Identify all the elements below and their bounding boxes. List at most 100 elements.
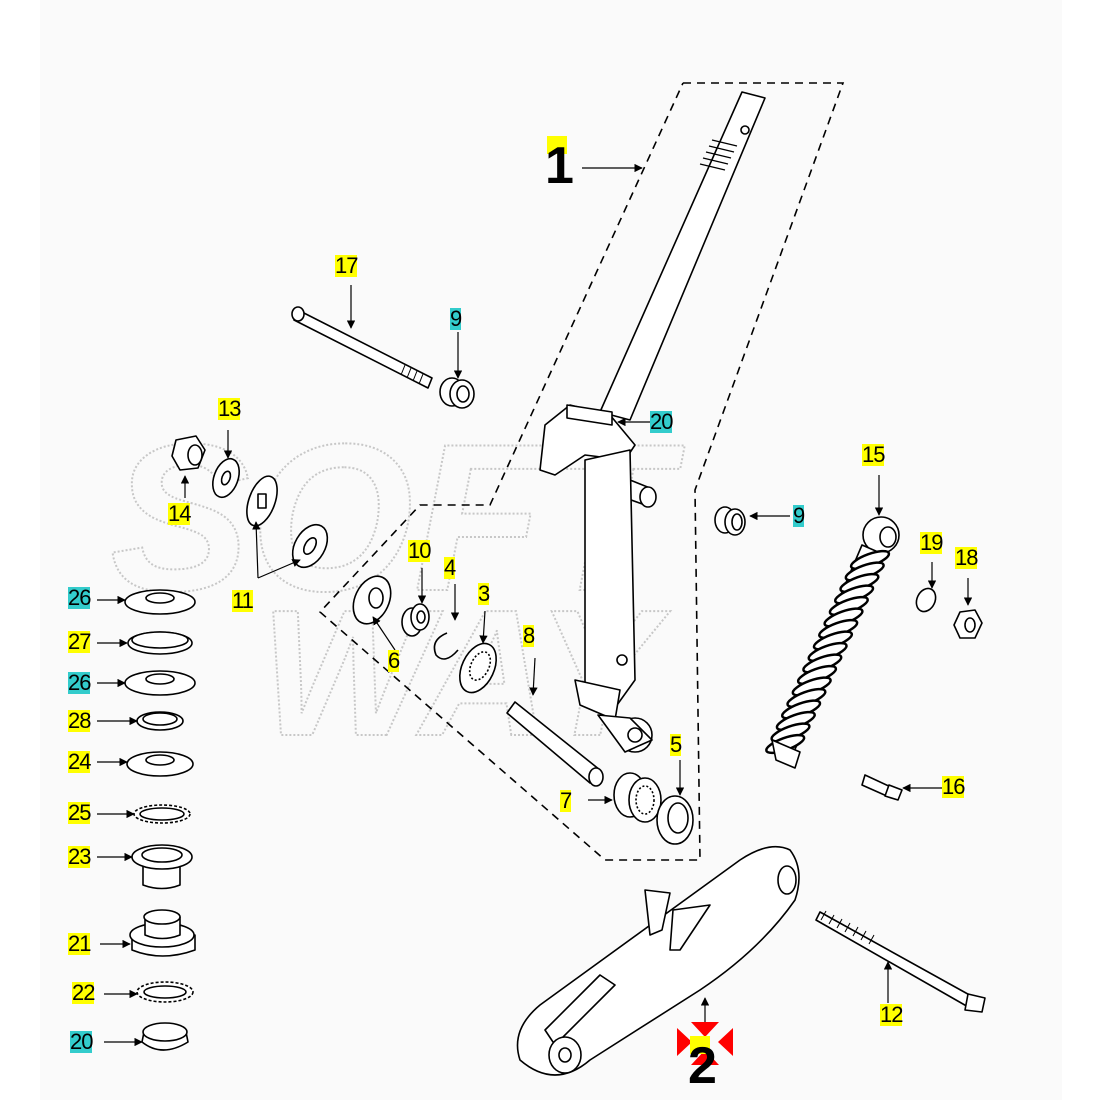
callout-5[interactable]: 5	[670, 734, 682, 756]
part-oil-seal-6[interactable]	[346, 570, 398, 630]
callout-11[interactable]: 11	[232, 590, 254, 612]
part-circlip-4[interactable]	[433, 632, 459, 660]
part-nut-18[interactable]	[953, 609, 983, 639]
callout-23[interactable]: 23	[68, 846, 92, 868]
part-bushing-9-shock[interactable]	[714, 506, 746, 536]
callout-number: 16	[942, 774, 966, 799]
callout-highlight	[450, 308, 462, 330]
part-washer-28[interactable]	[136, 711, 184, 731]
callout-8[interactable]: 8	[523, 623, 535, 648]
callout-number: 1	[545, 137, 574, 195]
callout-highlight	[168, 503, 191, 525]
callout-highlight	[232, 590, 253, 612]
callout-highlight	[68, 751, 91, 773]
part-locknut-26[interactable]	[124, 670, 196, 696]
callout-27[interactable]: 27	[68, 631, 92, 653]
callout-7[interactable]: 7	[560, 790, 572, 812]
callout-highlight	[478, 583, 490, 605]
callout-18[interactable]: 18	[955, 545, 979, 570]
callout-3[interactable]: 3	[478, 583, 490, 605]
part-upper-race-24[interactable]	[126, 751, 194, 777]
part-oil-seal-5[interactable]	[656, 795, 694, 845]
part-washers-11[interactable]	[241, 472, 335, 573]
callout-26a[interactable]: 26	[68, 585, 92, 610]
callout-highlight	[560, 790, 572, 812]
callout-highlight	[68, 710, 91, 732]
part-lower-race-21[interactable]	[129, 909, 196, 957]
part-washer-19[interactable]	[913, 585, 939, 614]
callout-1[interactable]: 1	[545, 136, 574, 195]
callout-9b[interactable]: 9	[793, 505, 805, 527]
callout-26b[interactable]: 26	[68, 672, 92, 694]
callout-28[interactable]: 28	[68, 708, 92, 733]
callout-17[interactable]: 17	[335, 253, 359, 278]
callout-14[interactable]: 14	[168, 501, 192, 526]
part-bolt-16[interactable]	[861, 774, 903, 801]
callout-highlight	[70, 1031, 93, 1053]
part-long-bolt-12[interactable]	[815, 910, 986, 1013]
shock-spring	[765, 549, 891, 755]
callout-16[interactable]: 16	[942, 774, 966, 799]
callout-number: 10	[408, 538, 432, 563]
selection-marker[interactable]	[677, 1022, 733, 1065]
callout-21[interactable]: 21	[68, 933, 92, 955]
part-sleeve-8[interactable]	[506, 701, 604, 787]
callout-2[interactable]: 2	[688, 1036, 717, 1092]
callout-6[interactable]: 6	[388, 650, 400, 672]
part-spacer-10[interactable]	[401, 603, 430, 637]
part-bushing-9-upper[interactable]	[439, 377, 475, 409]
assembly-boundary	[318, 82, 845, 861]
callout-15[interactable]: 15	[862, 444, 886, 466]
callout-13[interactable]: 13	[218, 396, 242, 421]
callout-number: 19	[920, 530, 944, 555]
marker-arrow-bottom	[691, 1050, 719, 1065]
callout-highlight	[690, 1036, 710, 1054]
callout-24[interactable]: 24	[68, 751, 92, 773]
callout-number: 28	[68, 708, 92, 733]
part-nut-14[interactable]	[171, 435, 206, 471]
callout-22[interactable]: 22	[72, 980, 96, 1005]
callout-highlight	[523, 625, 535, 647]
callout-number: 13	[218, 396, 242, 421]
callout-highlight	[547, 136, 567, 154]
part-ball-retainer-25[interactable]	[133, 804, 191, 824]
part-lower-cup-23[interactable]	[131, 844, 193, 890]
part-dust-seal-20[interactable]	[141, 1022, 189, 1051]
part-steering-stem[interactable]	[539, 91, 766, 753]
part-locknut-26-top[interactable]	[124, 589, 196, 615]
callout-19[interactable]: 19	[920, 530, 944, 555]
callout-10[interactable]: 10	[408, 538, 432, 563]
callout-highlight	[650, 411, 673, 433]
callout-highlight	[68, 631, 91, 653]
part-bearing-3[interactable]	[453, 638, 504, 699]
callout-number: 17	[335, 253, 359, 278]
callout-number: 22	[72, 980, 96, 1005]
callout-12[interactable]: 12	[880, 1004, 904, 1026]
part-axle-bolt-17[interactable]	[291, 306, 433, 389]
callout-25[interactable]: 25	[68, 802, 92, 824]
callout-20a[interactable]: 20	[650, 409, 674, 434]
callout-9a[interactable]: 9	[450, 306, 462, 331]
callout-highlight	[793, 505, 805, 527]
callout-number: 14	[168, 501, 192, 526]
part-ball-retainer-22[interactable]	[136, 981, 194, 1003]
part-needle-bearing-7[interactable]	[613, 772, 662, 823]
part-swing-arm-2[interactable]	[516, 845, 800, 1076]
stem-thread	[699, 139, 738, 171]
callout-highlight	[444, 557, 456, 579]
callout-highlight	[72, 982, 95, 1004]
callout-20b[interactable]: 20	[70, 1031, 94, 1053]
callout-number: 20	[650, 409, 674, 434]
callout-4[interactable]: 4	[444, 557, 456, 579]
callout-number: 26	[68, 585, 92, 610]
part-lockwasher-27[interactable]	[127, 631, 193, 655]
callout-number: 9	[450, 306, 462, 331]
part-washer-13[interactable]	[208, 455, 244, 501]
callout-highlight	[68, 587, 91, 609]
callout-highlight	[68, 933, 91, 955]
callout-number: 18	[955, 545, 979, 570]
callout-number: 8	[523, 623, 535, 648]
callout-highlight	[955, 547, 978, 569]
part-shock-absorber-15[interactable]	[764, 516, 900, 769]
